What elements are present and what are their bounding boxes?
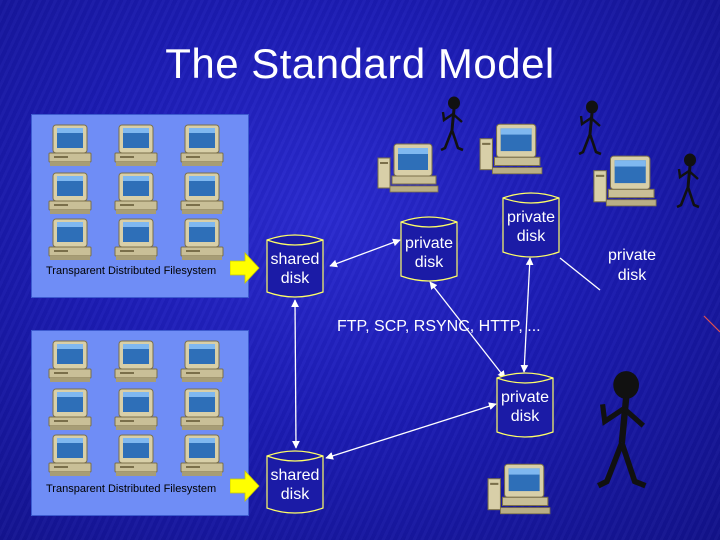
computer-icon — [46, 217, 96, 261]
private-disk-4: private disk — [600, 246, 664, 286]
computer-icon — [46, 339, 96, 383]
computer-icon — [178, 387, 228, 431]
disk-label-line: shared — [270, 467, 320, 484]
computer-icon — [112, 339, 162, 383]
stick-figure-icon — [440, 96, 466, 152]
stick-figure-icon — [676, 152, 702, 210]
disk-label-line: disk — [280, 270, 310, 287]
computer-icon — [178, 433, 228, 477]
computer-icon — [46, 433, 96, 477]
computer-icon — [46, 123, 96, 167]
computer-icon — [112, 387, 162, 431]
workstation-icon — [486, 460, 552, 516]
private-disk-2: private disk — [502, 192, 560, 258]
computer-icon — [178, 171, 228, 215]
computer-icon — [46, 171, 96, 215]
disk-label-line: shared — [270, 251, 320, 268]
shared-disk-top: shared disk — [266, 234, 324, 298]
computer-icon — [46, 387, 96, 431]
disk-label-line: disk — [414, 254, 444, 271]
computer-icon — [178, 217, 228, 261]
workstation-icon — [478, 120, 544, 176]
stick-figure-icon — [578, 100, 604, 156]
disk-label-line: private — [404, 235, 454, 252]
cluster-bottom: Transparent Distributed Filesystem — [31, 330, 249, 516]
disk-label-line: private — [500, 389, 550, 406]
cluster-label: Transparent Distributed Filesystem — [46, 483, 217, 495]
slide-title: The Standard Model — [165, 40, 555, 87]
block-arrow-icon — [230, 252, 260, 284]
computer-icon — [112, 171, 162, 215]
disk-label-line: private — [607, 247, 657, 264]
disk-label-line: disk — [617, 267, 647, 284]
protocol-label: FTP, SCP, RSYNC, HTTP, ... — [337, 318, 541, 335]
workstation-icon — [590, 152, 660, 208]
cluster-label: Transparent Distributed Filesystem — [46, 265, 217, 277]
thinking-stick-figure-icon — [594, 370, 654, 490]
computer-icon — [178, 123, 228, 167]
disk-label-line: disk — [280, 486, 310, 503]
computer-icon — [112, 217, 162, 261]
disk-label-line: disk — [516, 228, 546, 245]
computer-icon — [178, 339, 228, 383]
workstation-icon — [376, 140, 440, 194]
disk-label-line: disk — [510, 408, 540, 425]
disk-label-line: private — [506, 209, 556, 226]
private-disk-1: private disk — [400, 216, 458, 282]
block-arrow-icon — [230, 470, 260, 502]
shared-disk-bottom: shared disk — [266, 450, 324, 514]
cluster-top: Transparent Distributed Filesystem — [31, 114, 249, 298]
computer-icon — [112, 123, 162, 167]
private-disk-3: private disk — [496, 372, 554, 438]
computer-icon — [112, 433, 162, 477]
